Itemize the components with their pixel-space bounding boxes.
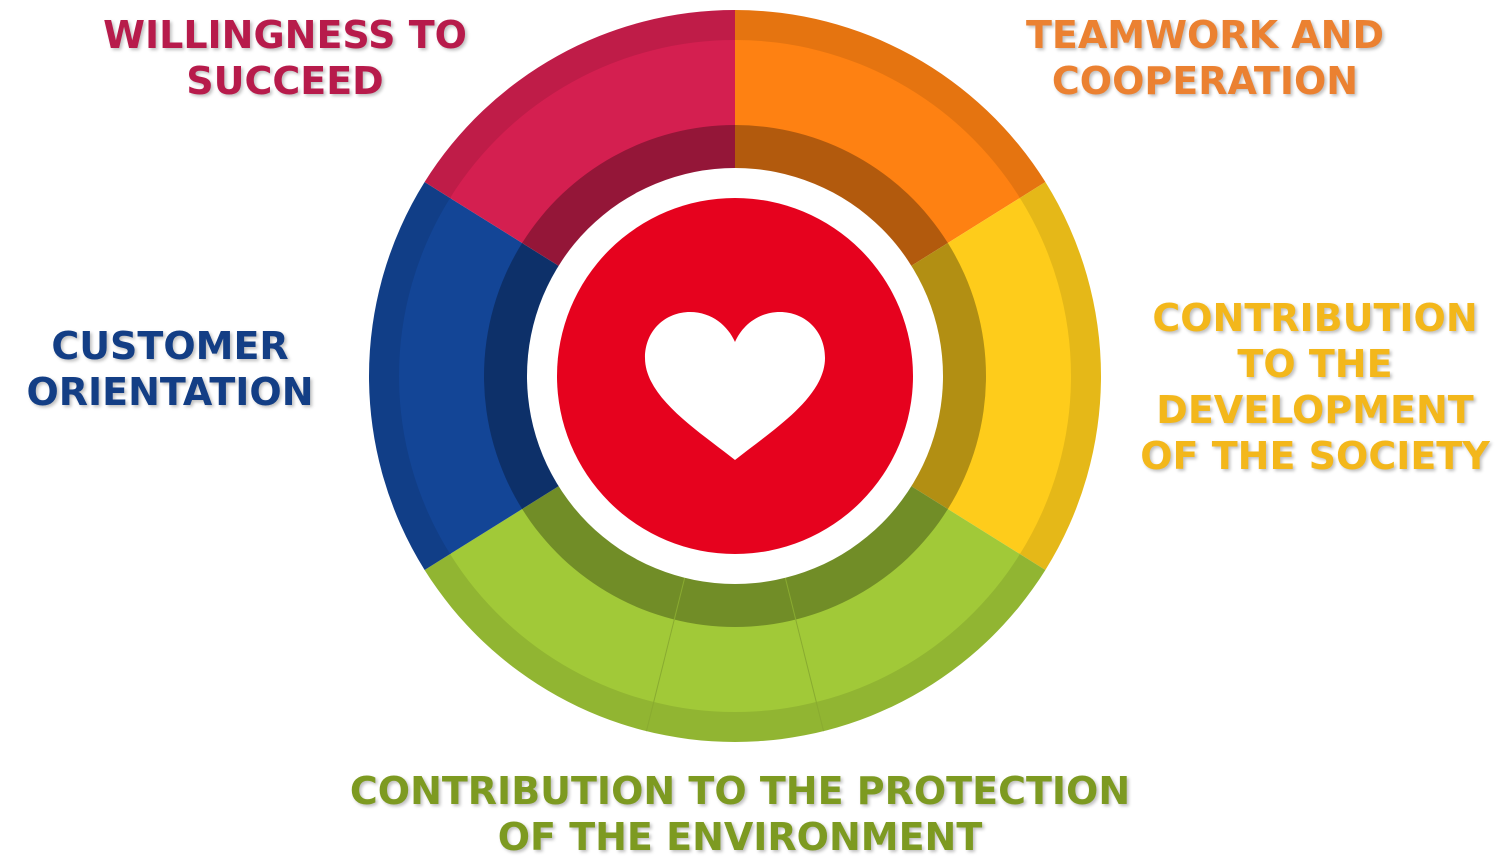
label-teamwork-and-cooperation: TEAMWORK AND COOPERATION — [1005, 12, 1405, 104]
segment-society-outer-rim — [1019, 182, 1101, 570]
segment-environment-inner-band — [522, 484, 948, 627]
segment-environment-main — [450, 508, 1020, 713]
label-willingness-line-1: WILLINGNESS TO — [103, 13, 467, 57]
label-society-line-3: DEVELOPMENT — [1156, 388, 1474, 432]
segment-society-inner-band — [908, 242, 986, 510]
label-development-of-society: CONTRIBUTION TO THE DEVELOPMENT OF THE S… — [1130, 295, 1500, 479]
segment-customer-main — [399, 197, 523, 555]
segment-teamwork-outer-rim — [735, 10, 1046, 199]
segment-willingness-inner-band — [522, 125, 735, 268]
label-society-line-4: OF THE SOCIETY — [1140, 434, 1490, 478]
segment-environment-divider — [645, 574, 686, 732]
heart-icon — [645, 312, 825, 460]
label-environment-line-2: OF THE ENVIRONMENT — [497, 815, 983, 859]
label-teamwork-line-2: COOPERATION — [1051, 59, 1359, 103]
label-environment-line-1: CONTRIBUTION TO THE PROTECTION — [349, 769, 1131, 813]
label-protection-of-environment: CONTRIBUTION TO THE PROTECTION OF THE EN… — [330, 768, 1150, 860]
segment-willingness-outer-rim — [424, 10, 735, 199]
label-customer-line-1: CUSTOMER — [51, 324, 289, 368]
label-customer-orientation: CUSTOMER ORIENTATION — [10, 323, 330, 415]
segment-customer-outer-rim — [369, 182, 451, 570]
segment-teamwork-inner-band — [735, 125, 948, 268]
wheel-segments — [369, 10, 1101, 742]
label-willingness-line-2: SUCCEED — [186, 59, 384, 103]
segment-customer-inner-band — [484, 242, 562, 510]
segment-teamwork-main — [735, 40, 1020, 244]
label-customer-line-2: ORIENTATION — [26, 370, 314, 414]
segment-environment-divider — [784, 574, 825, 732]
segment-environment-outer-rim — [424, 553, 1046, 742]
label-willingness-to-succeed: WILLINGNESS TO SUCCEED — [95, 12, 475, 104]
label-society-line-1: CONTRIBUTION — [1152, 296, 1478, 340]
label-society-line-2: TO THE — [1237, 342, 1393, 386]
label-teamwork-line-1: TEAMWORK AND — [1025, 13, 1384, 57]
segment-society-main — [947, 197, 1071, 555]
segment-willingness-main — [450, 40, 735, 244]
